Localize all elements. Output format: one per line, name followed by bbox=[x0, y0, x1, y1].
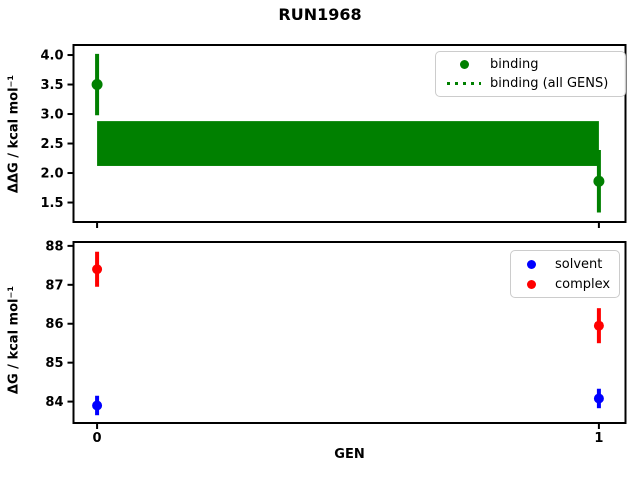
complex-point bbox=[92, 264, 103, 275]
legend-label-solvent: solvent bbox=[555, 256, 603, 272]
complex-point bbox=[593, 320, 604, 331]
top-legend: binding binding (all GENS) bbox=[435, 51, 626, 97]
subplot-0: 1.5 2.0 2.5 3.0 3.5 4.0 bbox=[40, 44, 627, 228]
uncertainty-band bbox=[97, 121, 599, 166]
y-tick-label: 2.5 bbox=[40, 137, 63, 152]
complex-dot-icon bbox=[526, 279, 536, 289]
top-ylabel: ΔΔG / kcal mol⁻¹ bbox=[6, 74, 22, 194]
y-tick-label: 1.5 bbox=[40, 196, 63, 211]
binding-point bbox=[593, 175, 605, 187]
x-tick-label: 1 bbox=[594, 431, 603, 446]
legend-item-complex: complex bbox=[511, 274, 619, 294]
binding-dot-icon bbox=[459, 60, 469, 69]
y-tick-label: 3.5 bbox=[40, 78, 63, 93]
subplot-1: 84 85 86 87 88 0 1 bbox=[45, 239, 627, 446]
axes-spines bbox=[72, 241, 627, 424]
y-tick-label: 87 bbox=[45, 278, 63, 293]
axes-spines bbox=[72, 44, 627, 223]
legend-label-complex: complex bbox=[555, 276, 611, 292]
y-tick-label: 3.0 bbox=[40, 108, 63, 123]
legend-item-solvent: solvent bbox=[511, 254, 619, 274]
bottom-ylabel: ΔG / kcal mol⁻¹ bbox=[6, 285, 22, 395]
y-tick-label: 85 bbox=[45, 356, 63, 371]
solvent-point bbox=[593, 393, 604, 404]
solvent-dot-icon bbox=[526, 259, 536, 269]
y-tick-label: 4.0 bbox=[40, 49, 63, 64]
x-tick-label: 0 bbox=[93, 431, 102, 446]
binding-point bbox=[91, 79, 103, 91]
x-axis-label: GEN bbox=[334, 447, 365, 462]
y-tick-label: 84 bbox=[45, 395, 63, 410]
solvent-point bbox=[92, 400, 103, 411]
bottom-legend: solvent complex bbox=[510, 250, 620, 298]
y-tick-label: 2.0 bbox=[40, 167, 63, 182]
legend-label-binding: binding bbox=[490, 57, 539, 72]
figure-title: RUN1968 bbox=[278, 5, 362, 24]
legend-item-binding-all-gens: binding (all GENS) bbox=[436, 74, 625, 93]
y-tick-label: 86 bbox=[45, 317, 63, 332]
dotted-line-icon bbox=[447, 82, 481, 85]
legend-item-binding: binding bbox=[436, 55, 625, 74]
y-tick-label: 88 bbox=[45, 239, 63, 254]
legend-label-binding-all-gens: binding (all GENS) bbox=[490, 76, 609, 91]
